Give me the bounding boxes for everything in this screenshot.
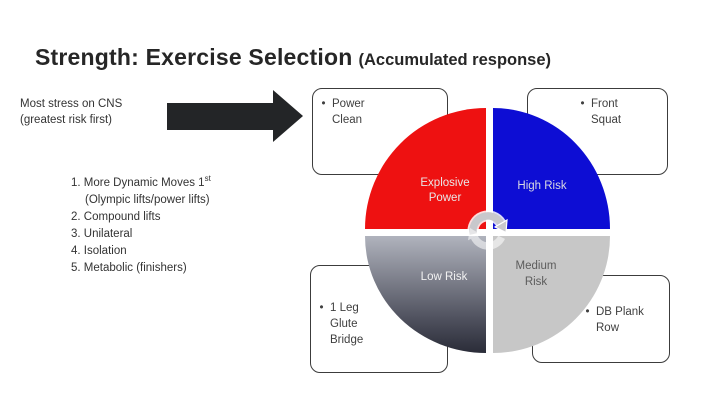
list-item-wrap: (Olympic lifts/power lifts) xyxy=(85,194,210,206)
page-title: Strength: Exercise Selection (Accumulated… xyxy=(35,44,551,71)
risk-cycle-diagram: Explosive Power High Risk Low Risk Mediu… xyxy=(365,108,610,353)
superscript: st xyxy=(204,174,211,184)
bullet-icon: • xyxy=(321,98,326,110)
quadrant-label-explosive-power: Explosive Power xyxy=(420,177,470,204)
callout-text: Front Squat xyxy=(591,98,622,126)
callout-text: Power Clean xyxy=(332,98,365,126)
title-subtitle: (Accumulated response) xyxy=(358,51,552,69)
list-item: 4. Isolation xyxy=(71,245,127,257)
right-arrow-head-icon xyxy=(273,90,303,142)
quadrant-label-high-risk: High Risk xyxy=(517,180,567,192)
list-item: 5. Metabolic (finishers) xyxy=(71,262,187,274)
quadrant-label-low-risk: Low Risk xyxy=(420,271,468,283)
exercise-order-list: 1. More Dynamic Moves 1st (Olympic lifts… xyxy=(71,175,211,277)
quadrant-label-medium-risk: Medium Risk xyxy=(515,260,557,288)
list-item: 2. Compound lifts xyxy=(71,211,161,223)
bullet-icon: • xyxy=(319,302,324,314)
cns-stress-note: Most stress on CNS (greatest risk first) xyxy=(20,98,123,126)
bullet-icon: • xyxy=(585,306,590,318)
bullet-icon: • xyxy=(580,98,585,110)
list-item: 3. Unilateral xyxy=(71,228,133,240)
cycle-arrows-icon xyxy=(467,210,508,250)
list-item: 1. More Dynamic Moves 1st xyxy=(71,174,211,189)
callout-text: 1 Leg Glute Bridge xyxy=(330,302,364,346)
callout-text: DB Plank Row xyxy=(596,306,644,334)
right-arrow-icon xyxy=(167,103,274,130)
title-text: Strength: Exercise Selection xyxy=(35,44,353,70)
